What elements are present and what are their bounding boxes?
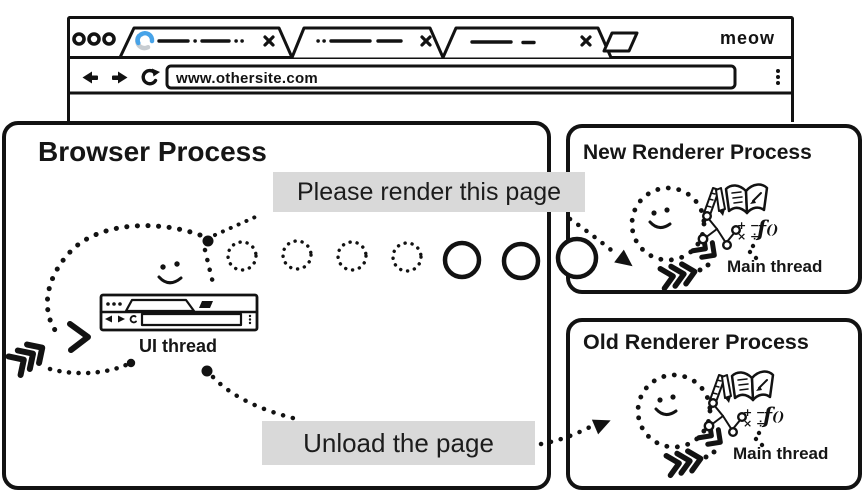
tab-1[interactable] (118, 26, 294, 59)
tab-close-icon[interactable] (580, 35, 592, 47)
address-bar[interactable] (165, 64, 737, 90)
browser-window: www.othersite.com meow (67, 16, 794, 122)
new-tab-button[interactable] (602, 31, 639, 53)
back-icon[interactable] (82, 71, 99, 84)
address-bar-input[interactable]: www.othersite.com (176, 70, 319, 87)
tab-close-icon[interactable] (420, 35, 432, 47)
tab-close-icon[interactable] (263, 35, 275, 47)
brand-text: meow (719, 28, 775, 48)
menu-kebab-icon[interactable] (776, 69, 780, 85)
forward-icon[interactable] (112, 71, 128, 84)
tab-3[interactable] (441, 26, 613, 59)
reload-icon[interactable] (141, 68, 160, 86)
window-control-icons[interactable] (72, 32, 116, 46)
old-renderer-title: Old Renderer Process (583, 330, 809, 354)
tab-title-placeholder (470, 40, 536, 45)
ui-thread-label: UI thread (139, 336, 218, 356)
new-renderer-title: New Renderer Process (583, 141, 812, 164)
browser-process-title: Browser Process (38, 136, 267, 167)
browser-window-art (70, 26, 791, 95)
tab-loading-spinner-icon (138, 30, 155, 44)
unload-message-label: Unload the page (262, 421, 535, 465)
tab-2[interactable] (290, 26, 445, 59)
main-thread-label: Main thread (727, 257, 823, 276)
main-thread-label: Main thread (733, 444, 829, 463)
render-message-label: Please render this page (273, 172, 585, 212)
